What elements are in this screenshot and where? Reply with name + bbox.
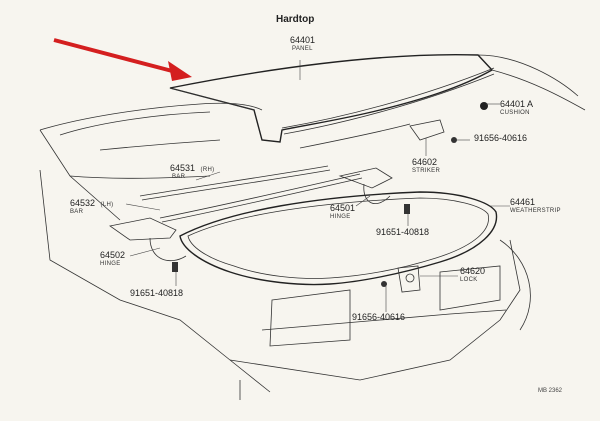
svg-text:64461: 64461 bbox=[510, 197, 535, 207]
svg-text:64501: 64501 bbox=[330, 203, 355, 213]
leader-lines bbox=[125, 60, 510, 312]
svg-text:64620: 64620 bbox=[460, 266, 485, 276]
label-bar-lh: 64532 (LH) BAR bbox=[70, 198, 113, 215]
svg-text:HINGE: HINGE bbox=[100, 261, 121, 267]
svg-text:CUSHION: CUSHION bbox=[500, 110, 530, 116]
hinge-drawings bbox=[109, 167, 393, 261]
reference-code: MB 2362 bbox=[538, 388, 563, 394]
label-hinge-r: 64501 HINGE bbox=[330, 203, 355, 220]
svg-text:64532 (LH): 64532 (LH) bbox=[70, 198, 113, 208]
svg-text:91651-40818: 91651-40818 bbox=[376, 227, 429, 237]
svg-text:64401: 64401 bbox=[290, 35, 315, 45]
svg-text:91656-40616: 91656-40616 bbox=[474, 133, 527, 143]
svg-text:64602: 64602 bbox=[412, 157, 437, 167]
label-bar-rh: 64531 (RH) BAR bbox=[170, 163, 214, 180]
label-bolt-hinge-l: 91651-40818 bbox=[130, 288, 183, 298]
svg-text:WEATHERSTRIP: WEATHERSTRIP bbox=[510, 208, 561, 214]
svg-text:PANEL: PANEL bbox=[292, 46, 313, 52]
svg-text:64531 (RH): 64531 (RH) bbox=[170, 163, 214, 173]
svg-text:BAR: BAR bbox=[70, 209, 84, 215]
svg-text:BAR: BAR bbox=[172, 174, 186, 180]
label-bolt-hinge-r: 91651-40818 bbox=[376, 227, 429, 237]
label-panel: 64401 PANEL bbox=[290, 35, 315, 52]
svg-text:91656-40616: 91656-40616 bbox=[352, 312, 405, 322]
label-bolt-striker: 91656-40616 bbox=[474, 133, 527, 143]
hardware-drawings bbox=[172, 102, 488, 293]
weatherstrip-drawing bbox=[179, 191, 498, 286]
pointer-arrow bbox=[53, 38, 192, 81]
label-lock: 64620 LOCK bbox=[460, 266, 485, 283]
svg-text:LOCK: LOCK bbox=[460, 277, 478, 283]
car-body-drawing bbox=[39, 102, 531, 400]
label-striker: 64602 STRIKER bbox=[412, 157, 440, 174]
label-weatherstrip: 64461 WEATHERSTRIP bbox=[510, 197, 561, 214]
label-bolt-lock: 91656-40616 bbox=[352, 312, 405, 322]
label-hinge-l: 64502 HINGE bbox=[100, 250, 125, 267]
svg-text:STRIKER: STRIKER bbox=[412, 168, 440, 174]
svg-text:64401 A: 64401 A bbox=[500, 99, 533, 109]
svg-text:91651-40818: 91651-40818 bbox=[130, 288, 183, 298]
label-cushion: 64401 A CUSHION bbox=[500, 99, 533, 116]
hardtop-panel-drawing bbox=[169, 53, 586, 149]
svg-text:HINGE: HINGE bbox=[330, 214, 351, 220]
bar-drawings bbox=[139, 165, 363, 223]
svg-text:64502: 64502 bbox=[100, 250, 125, 260]
diagram-title: Hardtop bbox=[276, 14, 314, 25]
